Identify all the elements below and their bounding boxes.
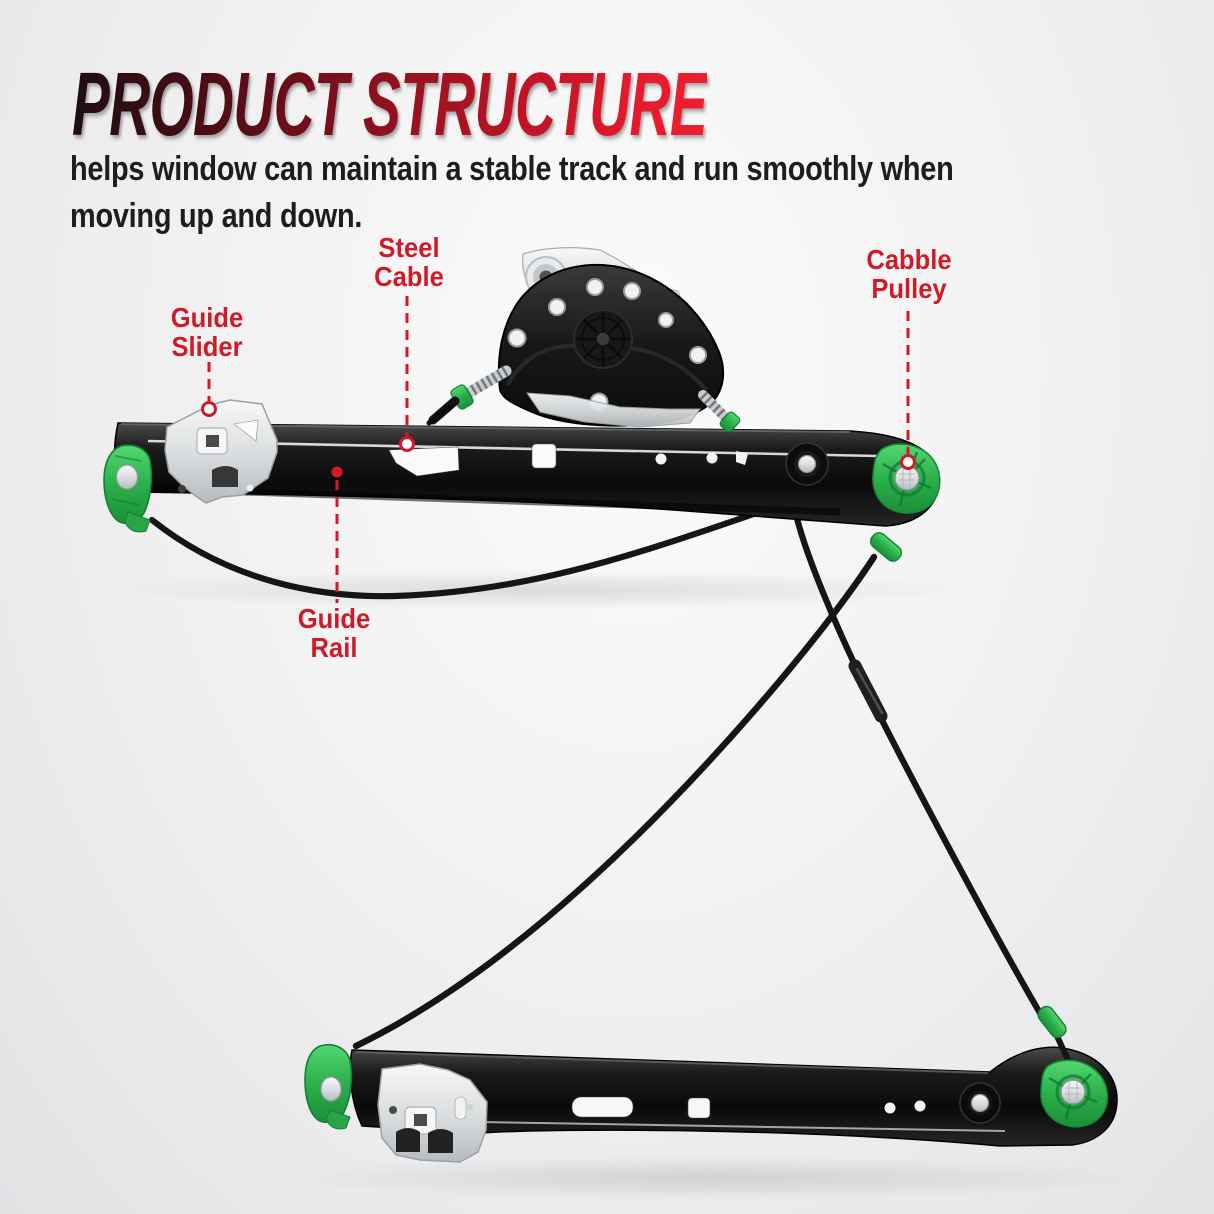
slider-arch-cutout: [396, 1128, 420, 1152]
callout-steel-cable-line1: Steel: [378, 232, 440, 263]
callout-leaders: [201, 296, 916, 603]
slider-hole: [467, 1104, 473, 1110]
motor-gear-hub: [573, 309, 633, 369]
callout-steel-cable-line2: Cable: [374, 260, 444, 292]
cable-pulley-top: [872, 443, 941, 514]
steel-cable-on-bottom-rail: [479, 1121, 1006, 1132]
bottom-rail-pivot-bushing: [959, 1082, 1001, 1124]
rail-slot-square: [531, 443, 557, 469]
bottom-left-green-cap: [304, 1044, 353, 1130]
cable-end-sleeve-top: [869, 532, 903, 562]
bottom-rail-edge-highlight: [355, 1051, 989, 1074]
bottom-rail-slot: [687, 1097, 711, 1119]
page-title: PRODUCT STRUCTURE: [72, 55, 708, 155]
top-rail-shadow: [110, 570, 970, 610]
bottom-rail-slot: [571, 1096, 634, 1118]
callout-guide-rail-line1: Guide: [297, 603, 371, 634]
steel-cable-diagonal-left: [352, 553, 878, 1050]
cable-sheath-highlight: [855, 667, 884, 715]
cap-silver-button: [320, 1076, 342, 1102]
motor-lower-bracket: [526, 392, 701, 428]
motor-housing-ridge: [506, 343, 708, 392]
rail-pivot-bushing: [785, 442, 829, 486]
bottom-guide-slider-plate: [377, 1063, 488, 1163]
callout-guide-slider-line2: Slider: [171, 330, 243, 362]
guide-rail-marker: [331, 466, 343, 478]
callout-cabble-pulley-line1: Cabble: [866, 244, 952, 275]
rail-hole: [706, 452, 718, 464]
rail-slot-triangle: [388, 446, 460, 477]
cap-green-tip: [124, 511, 151, 533]
rail-hole: [736, 451, 748, 465]
slider-buckle-inner: [206, 435, 219, 447]
cap-silver-button: [115, 464, 139, 490]
cable-end-sleeve-bottom: [1037, 1005, 1067, 1039]
page-description: helps window can maintain a stable track…: [70, 146, 954, 240]
cable-pulley-bottom: [1040, 1059, 1109, 1128]
top-left-green-cap: [103, 444, 153, 533]
callout-cabble-pulley-line2: Pulley: [871, 272, 947, 304]
steel-cable-marker: [399, 436, 415, 452]
slider-arch-cutout: [428, 1129, 453, 1153]
motor-assembly: [426, 247, 741, 433]
bottom-rail-shadow: [280, 1156, 1140, 1200]
slider-arch-cutout: [212, 466, 238, 487]
slider-hole: [389, 1106, 397, 1114]
rail-hole: [655, 453, 667, 465]
bottom-rail-hole: [884, 1102, 896, 1114]
slider-hole: [178, 485, 186, 493]
description-line-1: helps window can maintain a stable track…: [70, 150, 954, 188]
cabble-pulley-marker: [900, 454, 916, 470]
description-line-2: moving up and down.: [70, 197, 363, 235]
guide-slider-plate: [164, 399, 278, 504]
callout-guide-slider-line1: Guide: [170, 302, 244, 333]
guide-slider-marker: [201, 401, 217, 417]
slider-buckle-inner: [414, 1114, 427, 1126]
slider-slot: [454, 1096, 467, 1120]
cable-spring-left: [459, 365, 512, 401]
slider-cutout: [233, 419, 259, 442]
pulley-hub: [1060, 1079, 1086, 1105]
slider-hole: [246, 484, 254, 492]
cable-bundle-left2: [426, 404, 452, 426]
cable-into-bottom-pulley: [1053, 1031, 1073, 1067]
cable-spring-right: [698, 390, 732, 424]
callout-guide-rail-line2: Rail: [310, 631, 358, 663]
cap-green-tip: [325, 1109, 351, 1130]
bottom-rail-hole: [914, 1100, 926, 1112]
motor-housing-holes: [507, 278, 707, 412]
cable-sleeve-green-right: [719, 411, 741, 433]
